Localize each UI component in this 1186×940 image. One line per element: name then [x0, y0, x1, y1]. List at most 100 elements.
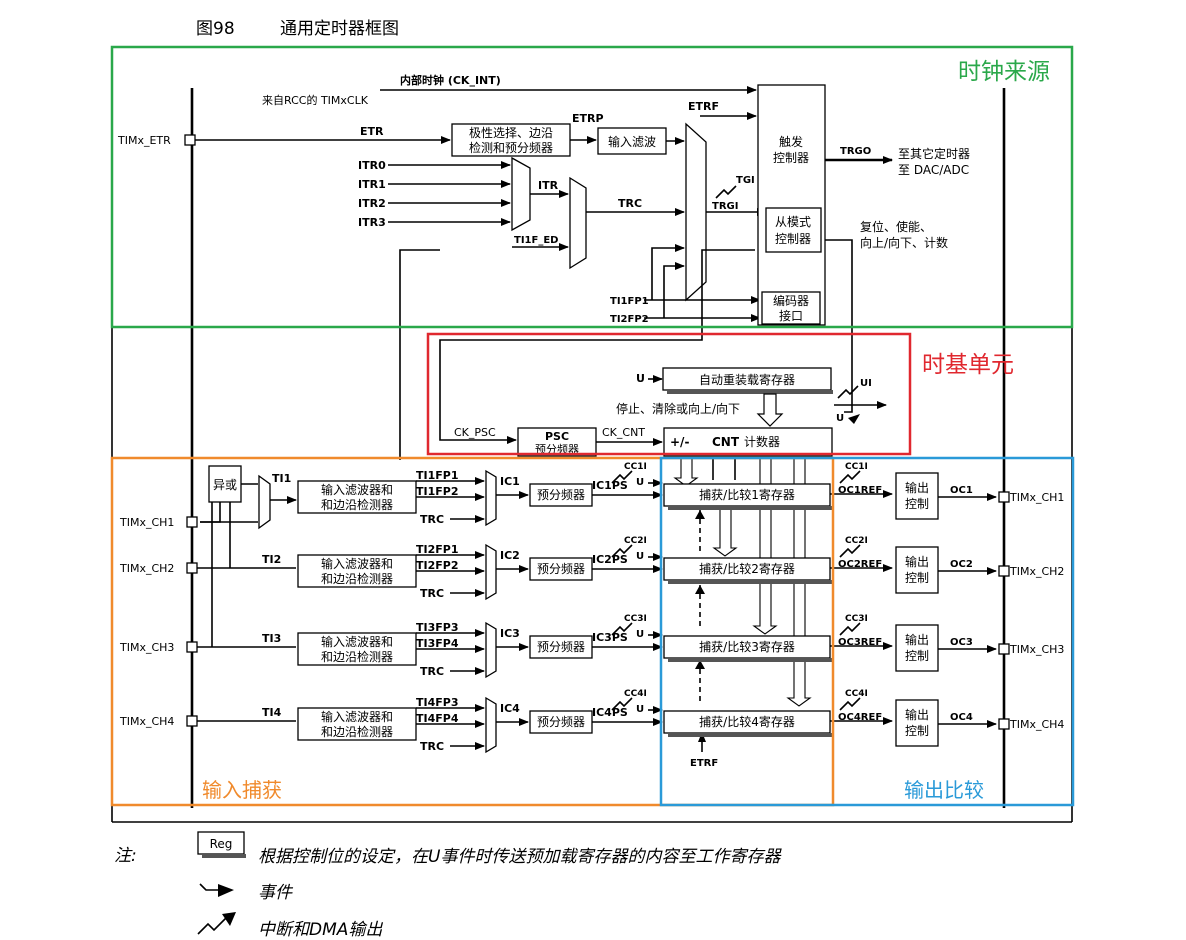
ch2-filter-block	[297, 554, 417, 588]
ch4-output-control-text-2: 控制	[905, 724, 929, 738]
etr-pin-label: TIMx_ETR	[117, 134, 171, 147]
ch3-ps-label: IC3PS	[592, 631, 628, 644]
ch3-prescaler-text: 预分频器	[537, 640, 585, 654]
ch2-ps-label: IC2PS	[592, 553, 628, 566]
ch1-fpa-label: TI1FP1	[416, 469, 458, 482]
ch1-cci-label: CC1I	[624, 462, 647, 472]
event-legend-text: 事件	[258, 883, 294, 903]
reg-legend-text: Reg	[210, 837, 233, 851]
ch3-cc-register-text: 捕获/比较3寄存器	[699, 639, 795, 654]
ch4-filter-text-1: 输入滤波器和	[321, 709, 393, 724]
cc-dash-arrow-2	[695, 585, 705, 594]
slave-text-1: 从模式	[775, 215, 811, 229]
cnt-block	[663, 427, 833, 457]
clock-source-title: 时钟来源	[958, 59, 1050, 85]
ch2-ic-mux	[485, 543, 497, 601]
u-event-label: U	[836, 413, 844, 424]
ch3-out-cci-irq-icon	[839, 622, 861, 636]
itr-label: ITR	[538, 179, 559, 192]
ck-psc-line	[439, 249, 755, 444]
etrf-label: ETRF	[688, 100, 719, 113]
event-legend-icon	[218, 884, 234, 897]
arr-register-shadow	[667, 390, 833, 394]
ch2-oc-label: OC2	[950, 559, 973, 570]
ch3-out-pin-label: TIMx_CH3	[1009, 643, 1064, 656]
ch3-u-label: U	[636, 629, 644, 640]
ch4-out-cci-irq-icon	[839, 697, 861, 711]
ch1-ps-label: IC1PS	[592, 479, 628, 492]
psc-block	[517, 427, 597, 457]
ch3-filter-text-2: 和边沿检测器	[321, 649, 393, 664]
ch1-cc-register-text: 捕获/比较1寄存器	[699, 487, 795, 502]
ch2-out-cci-label: CC2I	[845, 536, 868, 546]
ch4-ref-label: OC4REF	[838, 712, 882, 723]
ch3-output-control-text-1: 输出	[905, 632, 929, 647]
cnt-text-2: 计数器	[744, 434, 780, 449]
ch3-ic-label: IC3	[500, 627, 520, 640]
trgi-label: TRGI	[712, 201, 738, 212]
ch3-output-control-block	[895, 624, 939, 672]
ch1-out-pin-port	[998, 491, 1010, 503]
notes-label: 注:	[114, 846, 137, 866]
ch4-output-control-text-1: 输出	[905, 707, 929, 722]
ch2-out-pin-label: TIMx_CH2	[1009, 565, 1064, 578]
ch2-filter-text-1: 输入滤波器和	[321, 556, 393, 571]
arr-register-text: 自动重装载寄存器	[699, 372, 795, 387]
input-capture-region	[110, 456, 835, 807]
cc-dash-arrow-1	[695, 510, 705, 519]
ch1-filter-text-2: 和边沿检测器	[321, 497, 393, 512]
ch1-output-control-text-1: 输出	[905, 480, 929, 495]
reset-text-1: 复位、使能、	[860, 219, 932, 234]
ch2-output-control-block	[895, 546, 939, 594]
ch4-cci-irq-icon	[611, 697, 633, 711]
etrp-label: ETRP	[572, 112, 604, 125]
polarity-text-1: 极性选择、边沿	[469, 126, 553, 140]
reset-text-2: 向上/向下、计数	[860, 235, 948, 250]
output-compare-title: 输出比较	[904, 778, 984, 802]
ch3-filter-block	[297, 632, 417, 666]
itr-mux	[511, 156, 531, 232]
output-compare-region	[659, 456, 1075, 807]
xor-mux	[258, 474, 271, 530]
etrf-bottom-label: ETRF	[690, 758, 718, 769]
ch3-cci-label: CC3I	[624, 614, 647, 624]
ti1fp1-label: TI1FP1	[610, 296, 649, 307]
ch4-ic-label: IC4	[500, 702, 520, 715]
ch4-filter-block	[297, 707, 417, 741]
polarity-block	[451, 123, 571, 157]
ch4-cc-register-shadow	[668, 733, 832, 737]
ch4-pin-port	[186, 715, 198, 727]
ch1-trc-label: TRC	[420, 513, 444, 526]
ch1-ic-label: IC1	[500, 475, 520, 488]
ui-irq-icon	[837, 385, 859, 399]
ch3-fpa-label: TI3FP3	[416, 621, 458, 634]
ch3-out-pin-port	[998, 643, 1010, 655]
other-timers-2: 至 DAC/ADC	[898, 163, 969, 177]
trigger-mux	[685, 122, 707, 302]
irq-legend-icon	[222, 912, 236, 926]
ch1-filter-block	[297, 480, 417, 514]
ch3-out-cci-label: CC3I	[845, 614, 868, 624]
itr2-label: ITR2	[358, 197, 386, 210]
ch4-ti-label: TI4	[262, 706, 282, 719]
ch2-ic-label: IC2	[500, 549, 520, 562]
trigger-controller-block	[757, 84, 826, 326]
etr-filter-text: 输入滤波	[608, 134, 656, 149]
ti1-to-mux-line	[651, 244, 685, 300]
etr-label: ETR	[360, 125, 384, 138]
ch1-ref-label: OC1REF	[838, 485, 882, 496]
polarity-text-2: 检测和预分频器	[469, 140, 553, 155]
ch3-filter-text-1: 输入滤波器和	[321, 634, 393, 649]
ck-int-label: 内部时钟 (CK_INT)	[400, 73, 501, 87]
ch3-ref-label: OC3REF	[838, 637, 882, 648]
ch1-prescaler-text: 预分频器	[537, 488, 585, 502]
ch4-filter-text-2: 和边沿检测器	[321, 724, 393, 739]
ti2-to-mux-line	[663, 262, 685, 318]
xor-text: 异或	[213, 478, 237, 492]
ch4-u-label: U	[636, 704, 644, 715]
encoder-text-1: 编码器	[773, 293, 809, 308]
reg-legend-shadow	[202, 854, 246, 858]
ch3-ti-label: TI3	[262, 632, 281, 645]
ti2fp2-label: TI2FP2	[610, 314, 649, 325]
trigger-text-2: 控制器	[773, 151, 809, 165]
